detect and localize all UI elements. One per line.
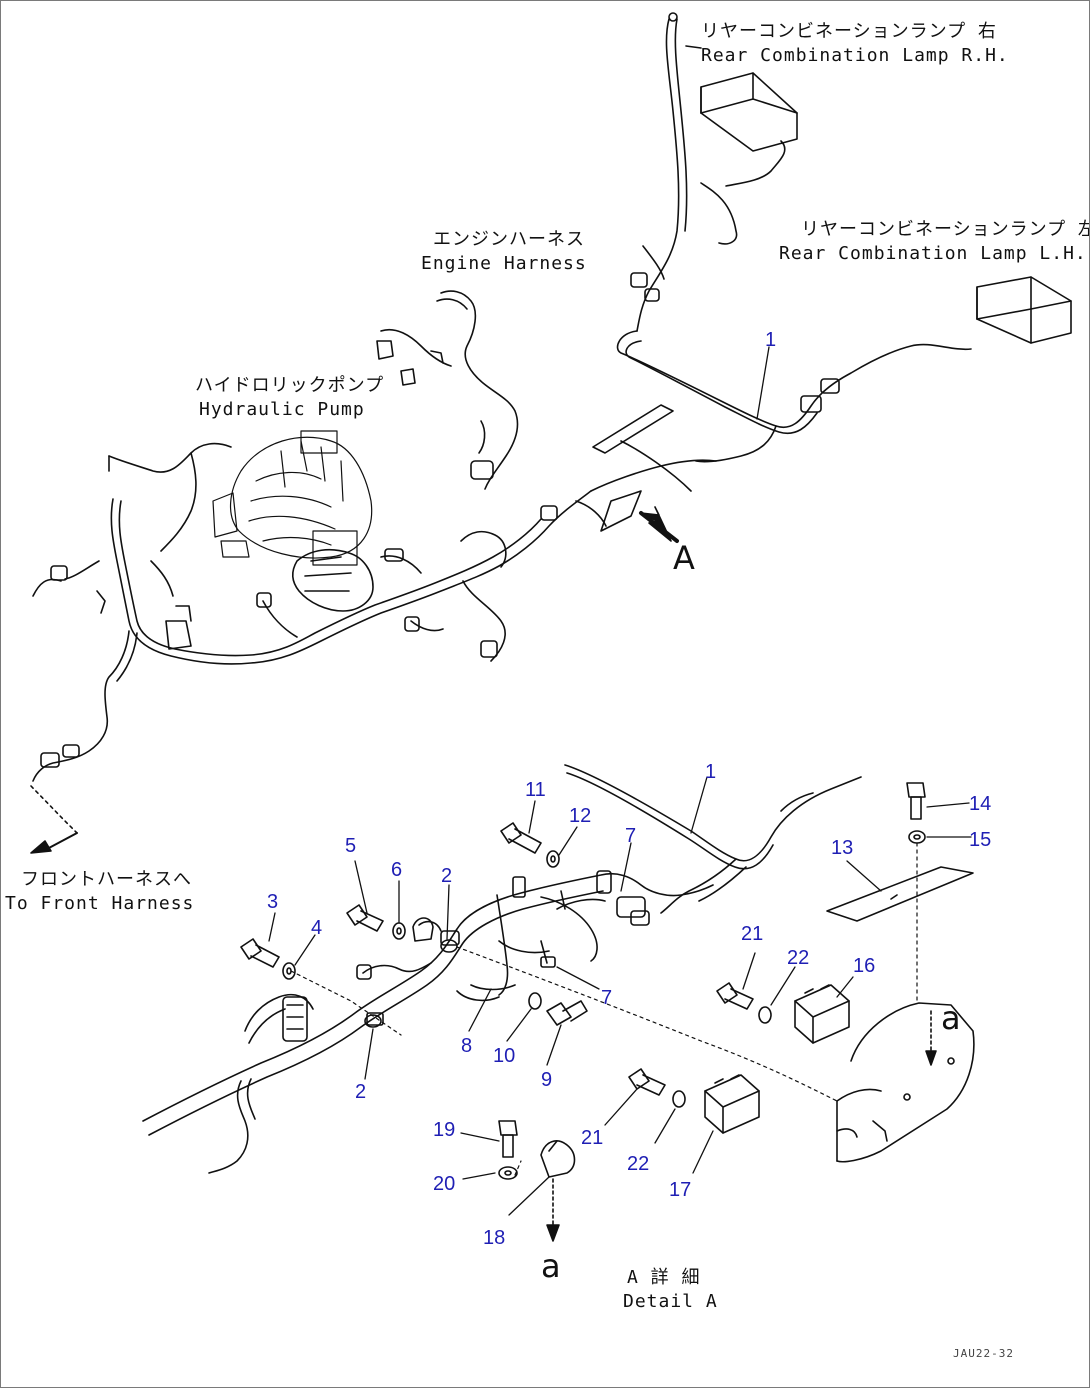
label-detail-a-ja: A 詳 細	[627, 1267, 701, 1288]
label-rear-lamp-rh-en: Rear Combination Lamp R.H.	[701, 45, 1009, 66]
callout-12: 12	[569, 805, 592, 827]
callout-18: 18	[483, 1227, 506, 1249]
callout-21-bottom: 21	[581, 1127, 604, 1149]
rear-lamp-lh	[976, 276, 1072, 344]
label-hydraulic-pump-ja: ハイドロリックポンプ	[195, 375, 385, 396]
bolt-9	[546, 1000, 588, 1026]
clamp-small	[412, 917, 434, 942]
callout-2-bottom: 2	[355, 1081, 367, 1103]
rear-lamp-rh	[700, 72, 798, 187]
bolt-14	[906, 782, 926, 820]
left-harness	[30, 442, 592, 854]
cover-plate-13	[826, 866, 974, 922]
rear-lamp-rh-harness	[630, 12, 738, 332]
washer-22-top	[758, 1006, 772, 1024]
label-front-harness-ja: フロントハーネスへ	[21, 869, 192, 890]
leader-lines	[268, 346, 972, 1216]
callout-9: 9	[541, 1069, 553, 1091]
callout-1: 1	[705, 761, 717, 783]
callout-17: 17	[669, 1179, 692, 1201]
callout-2-top: 2	[441, 865, 453, 887]
bolt-5	[346, 904, 384, 932]
bolt-21-bottom	[628, 1068, 666, 1096]
callout-15: 15	[969, 829, 992, 851]
drawing-code: JAU22-32	[953, 1347, 1014, 1360]
label-rear-lamp-rh-ja: リヤーコンビネーションランプ 右	[701, 21, 997, 42]
callout-20: 20	[433, 1173, 456, 1195]
washer-6	[392, 922, 406, 940]
label-engine-harness-en: Engine Harness	[421, 253, 587, 274]
ref-a-top: a	[941, 999, 961, 1037]
callout-8: 8	[461, 1035, 473, 1057]
callout-3: 3	[267, 891, 279, 913]
callout-22-bottom: 22	[627, 1153, 650, 1175]
main-harness-upper	[616, 330, 972, 463]
label-rear-lamp-lh-en: Rear Combination Lamp L.H.	[779, 243, 1087, 264]
label-rear-lamp-lh-ja: リヤーコンビネーションランプ 左	[801, 219, 1090, 240]
relay-16	[794, 984, 850, 1044]
view-a-arrow	[639, 506, 679, 543]
callout-14: 14	[969, 793, 992, 815]
bracket-mount	[836, 1002, 975, 1163]
label-hydraulic-pump-en: Hydraulic Pump	[199, 399, 365, 420]
bolt-21-top	[716, 982, 754, 1010]
bolt-19	[498, 1120, 518, 1158]
callout-5: 5	[345, 835, 357, 857]
callout-4: 4	[311, 917, 323, 939]
washer-10	[528, 992, 542, 1010]
connector-18	[540, 1140, 576, 1242]
callout-6: 6	[391, 859, 403, 881]
main-harness-detail	[142, 764, 862, 1174]
callout-10: 10	[493, 1045, 516, 1067]
label-front-harness-en: To Front Harness	[5, 893, 195, 914]
bolt-3	[240, 938, 280, 968]
label-detail-a-en: Detail A	[623, 1291, 718, 1312]
callout-1-top: 1	[765, 329, 777, 351]
washer-12	[546, 850, 560, 868]
view-a-letter: A	[673, 539, 695, 577]
callout-13: 13	[831, 837, 854, 859]
centre-harness-upper	[256, 440, 692, 662]
clamp-2-top	[440, 939, 458, 953]
washer-15	[908, 830, 926, 844]
hydraulic-pump	[212, 430, 373, 566]
callout-21-top: 21	[741, 923, 764, 945]
callout-7-top: 7	[625, 825, 637, 847]
callout-22-top: 22	[787, 947, 810, 969]
cover-plate-upper	[575, 404, 717, 532]
washer-4	[282, 962, 296, 980]
washer-20	[498, 1166, 518, 1180]
arrow-a-top	[925, 1010, 937, 1066]
engine-harness	[376, 290, 519, 490]
bolt-11	[500, 822, 542, 854]
label-engine-harness-ja: エンジンハーネス	[433, 229, 585, 250]
callout-16: 16	[853, 955, 876, 977]
assembly-lines	[290, 842, 918, 1176]
callout-19: 19	[433, 1119, 456, 1141]
relay-17	[704, 1074, 760, 1134]
ref-a-bottom: a	[541, 1247, 561, 1285]
clamp-2-bottom	[364, 1014, 382, 1028]
callout-11: 11	[525, 779, 546, 801]
callout-7-bottom: 7	[601, 987, 613, 1009]
washer-22-bottom	[672, 1090, 686, 1108]
